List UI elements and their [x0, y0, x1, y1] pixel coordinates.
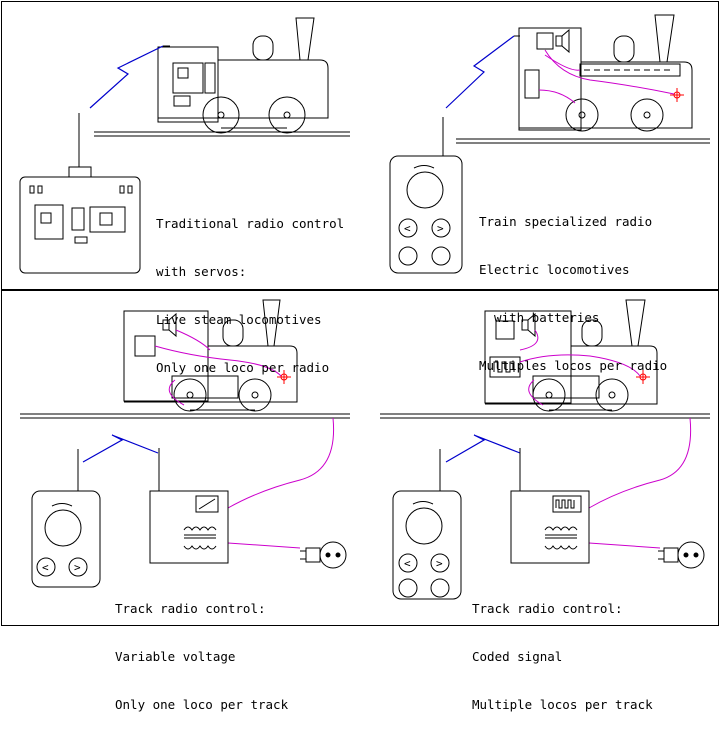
caption-panel-4: Track radio control: Coded signal Multip… — [472, 569, 653, 745]
wiring — [519, 329, 641, 406]
caption-line: with batteries — [479, 310, 600, 325]
power-plug-icon — [300, 541, 347, 569]
track-controller-box — [510, 448, 590, 564]
antenna-wave — [89, 45, 164, 109]
track-feed-wire — [588, 417, 692, 549]
locomotive-icon — [123, 299, 298, 412]
caption-line: Traditional radio control — [156, 216, 345, 231]
track-icon — [94, 131, 350, 137]
caption-line: Only one loco per track — [115, 697, 289, 712]
wiring — [154, 329, 282, 406]
track-icon — [456, 138, 710, 144]
transformer-icon — [544, 526, 578, 550]
speaker-icon — [162, 312, 177, 338]
antenna-wave — [82, 434, 159, 463]
caption-panel-3: Track radio control: Variable voltage On… — [115, 569, 288, 745]
right-arrow-icon: > — [436, 557, 443, 570]
antenna-wave — [445, 35, 515, 109]
antenna-wave — [445, 434, 521, 463]
caption-line: Only one loco per radio — [156, 360, 330, 375]
handheld-remote-icon — [392, 449, 462, 600]
power-plug-icon — [658, 541, 705, 569]
left-arrow-icon: < — [404, 222, 411, 235]
led-icon — [670, 88, 684, 102]
diagram-canvas: < > — [1, 1, 719, 712]
caption-line: Multiple locos per track — [472, 697, 653, 712]
caption-line: with servos: — [156, 264, 247, 279]
caption-line: Electric locomotives — [479, 262, 630, 277]
caption-line: Multiples locos per radio — [479, 358, 668, 373]
speaker-icon — [555, 28, 570, 54]
transformer-icon — [183, 526, 217, 550]
caption-panel-1: Traditional radio control with servos: L… — [156, 184, 344, 408]
right-arrow-icon: > — [437, 222, 444, 235]
caption-line: Variable voltage — [115, 649, 236, 664]
left-arrow-icon: < — [404, 557, 411, 570]
led-icon — [277, 370, 291, 384]
caption-line: Live steam locomotives — [156, 312, 322, 327]
track-icon — [380, 413, 710, 419]
track-feed-wire — [227, 417, 335, 549]
track-controller-box — [149, 448, 229, 564]
left-arrow-icon: < — [42, 561, 49, 574]
track-icon — [20, 413, 350, 419]
panel-frame-top — [1, 1, 719, 290]
right-arrow-icon: > — [74, 561, 81, 574]
caption-line: Train specialized radio — [479, 214, 653, 229]
speaker-icon — [521, 312, 536, 338]
locomotive-icon — [484, 299, 658, 412]
handheld-remote-icon — [389, 117, 463, 274]
locomotive-icon — [518, 14, 693, 132]
handheld-remote-icon — [31, 449, 101, 588]
radio-transmitter-icon — [19, 113, 141, 274]
locomotive-icon — [157, 17, 329, 134]
led-icon — [636, 370, 650, 384]
diagram-drawing: < > — [19, 14, 710, 600]
caption-panel-2: Train specialized radio Electric locomot… — [479, 182, 667, 406]
caption-line: Track radio control: — [115, 601, 266, 616]
wiring — [538, 49, 675, 104]
caption-line: Coded signal — [472, 649, 563, 664]
caption-line: Track radio control: — [472, 601, 623, 616]
